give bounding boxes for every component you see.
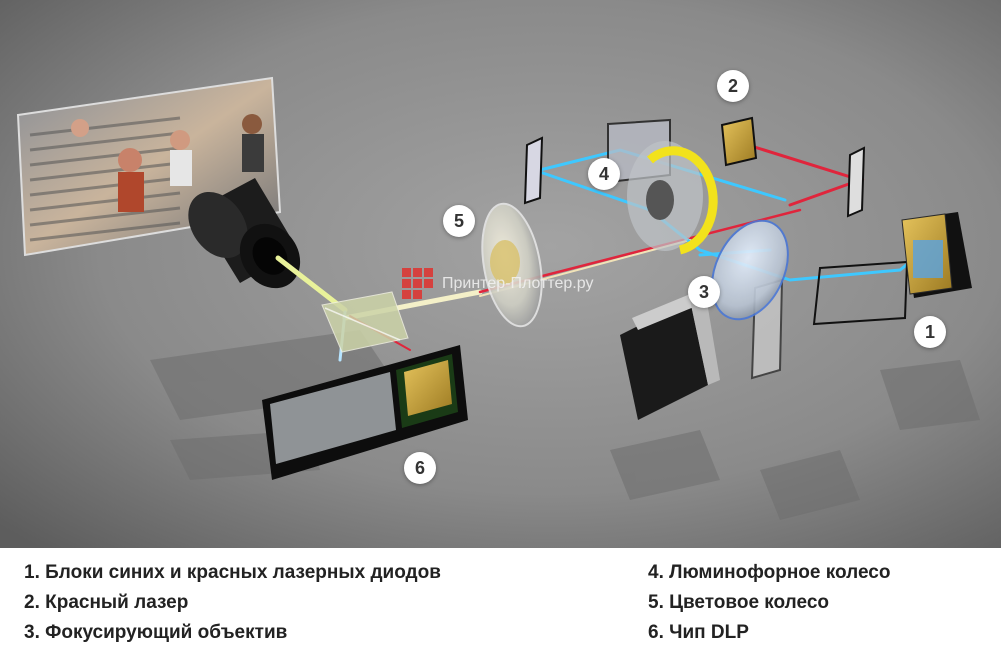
marker-5: 5 [443,205,475,237]
marker-6: 6 [404,452,436,484]
watermark-text: Принтер-Плоттер.ру [442,275,594,292]
prism [321,291,409,353]
watermark-logo-icon [402,268,433,299]
watermark: Принтер-Плоттер.ру [402,268,593,300]
legend-item: 4. Люминофорное колесо [648,562,891,583]
focusing-lens [711,219,789,321]
legend-item: 5. Цветовое колесо [648,592,829,613]
legend-item: 1. Блоки синих и красных лазерных диодов [24,562,441,583]
legend-item: 6. Чип DLP [648,622,749,643]
laser-diode-block [901,212,972,298]
heatsink [620,290,720,420]
phosphor-wheel [627,141,718,255]
projector-diagram: 1 2 3 4 5 6 Принтер-Плоттер.ру [0,0,1001,548]
diagram-illustration [0,0,1001,548]
marker-2: 2 [717,70,749,102]
red-laser-block [720,116,758,167]
projection-lens [188,178,301,289]
legend-item: 3. Фокусирующий объектив [24,622,288,643]
legend-right: 4. Люминофорное колесо 5. Цветовое колес… [648,558,890,648]
dlp-board [262,345,468,480]
marker-4: 4 [588,158,620,190]
marker-3: 3 [688,276,720,308]
marker-1: 1 [914,316,946,348]
color-wheel [481,202,543,328]
legend-left: 1. Блоки синих и красных лазерных диодов… [24,558,441,648]
legend-item: 2. Красный лазер [24,592,189,613]
